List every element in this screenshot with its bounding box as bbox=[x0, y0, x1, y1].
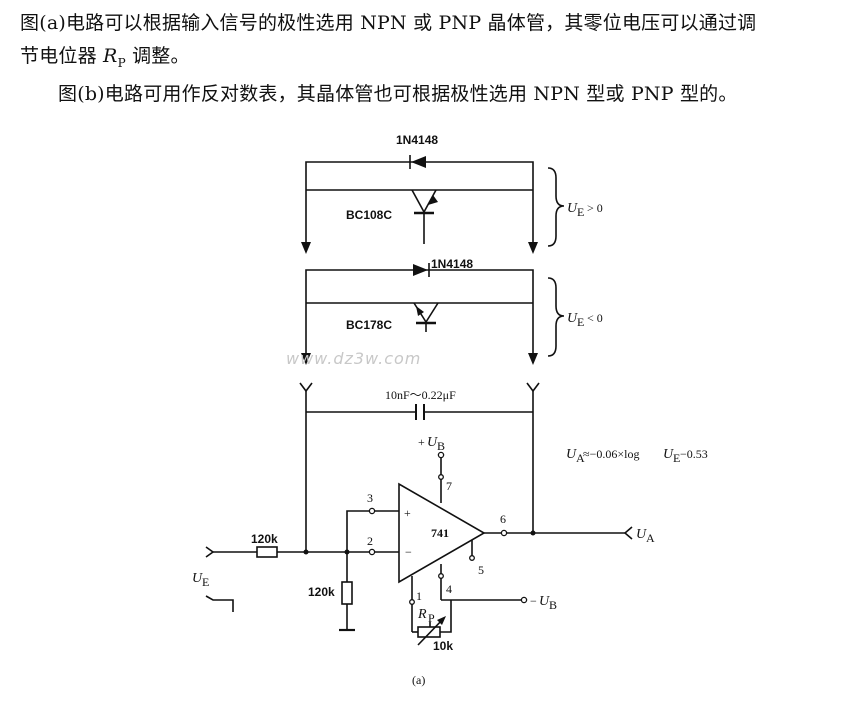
diode-top bbox=[409, 155, 426, 169]
supply-neg-u: U bbox=[539, 594, 550, 609]
network-npn: 1N4148 BC108C U E > 0 bbox=[301, 133, 603, 254]
pin2-dot bbox=[368, 548, 376, 556]
junction-feedback bbox=[303, 549, 309, 555]
transistor-bc178c bbox=[413, 302, 439, 332]
pin1-label: 1 bbox=[416, 589, 422, 603]
resistor-ground bbox=[341, 581, 353, 605]
pin3-wire bbox=[346, 510, 399, 551]
arrow-down-right-mid bbox=[528, 353, 538, 365]
socket-right bbox=[526, 382, 540, 393]
opamp-minus: − bbox=[405, 545, 412, 559]
output-terminal bbox=[623, 526, 633, 540]
arrow-down-left-top bbox=[301, 242, 311, 254]
pin7-label: 7 bbox=[446, 479, 452, 493]
diode-top-label: 1N4148 bbox=[396, 133, 438, 147]
pin1-dot bbox=[409, 599, 415, 605]
formula-mid: ≈−0.06×log bbox=[583, 447, 639, 461]
condition-top-u: U bbox=[567, 201, 578, 216]
main-circuit: 10nF～0.22μF U A ≈−0.06×log U E −0.53 + U… bbox=[192, 382, 708, 687]
opamp-label: 741 bbox=[431, 526, 449, 540]
network-pnp: 1N4148 BC178C U E < 0 bbox=[301, 257, 603, 365]
arrow-down-right-top bbox=[528, 242, 538, 254]
socket-left bbox=[299, 382, 313, 393]
condition-top-sub: E bbox=[577, 205, 584, 219]
arrow-down-left-mid bbox=[301, 353, 311, 365]
diode-bottom-label: 1N4148 bbox=[431, 257, 473, 271]
input-terminal-top bbox=[205, 546, 215, 558]
pin4-dot bbox=[438, 573, 444, 579]
brace-top bbox=[547, 167, 565, 247]
formula-sub-a: A bbox=[576, 451, 585, 465]
resistor-ground-label: 120k bbox=[308, 585, 335, 599]
formula-u: U bbox=[566, 447, 577, 462]
pin7-dot bbox=[438, 474, 444, 480]
condition-bottom-sub: E bbox=[577, 315, 584, 329]
resistor-input-label: 120k bbox=[251, 532, 278, 546]
rp-label: R bbox=[417, 607, 427, 622]
condition-top-text: > 0 bbox=[587, 201, 603, 215]
pin5-label: 5 bbox=[478, 563, 484, 577]
pin6-dot bbox=[500, 529, 508, 537]
opamp-741 bbox=[398, 482, 486, 584]
output-sub: A bbox=[646, 531, 655, 545]
paragraph-2: 图(b)电路可用作反对数表，其晶体管也可根据极性选用 NPN 型或 PNP 型的… bbox=[58, 83, 738, 105]
figure-caption: (a) bbox=[412, 673, 425, 687]
capacitor bbox=[415, 404, 425, 420]
supply-pos-u: U bbox=[427, 435, 438, 450]
rp-symbol: R bbox=[103, 45, 118, 67]
pin3-dot bbox=[368, 507, 376, 515]
input-sub: E bbox=[202, 575, 209, 589]
watermark: www.dz3w.com bbox=[286, 349, 421, 368]
pin3-label: 3 bbox=[367, 491, 373, 505]
condition-bottom-u: U bbox=[567, 311, 578, 326]
pot-arrow-head bbox=[437, 616, 446, 625]
pin5-dot bbox=[469, 555, 475, 561]
supply-neg-sub: B bbox=[549, 598, 557, 612]
transistor-bc108c bbox=[411, 189, 438, 244]
paragraph-1-line-2: 节电位器 RP 调整。 bbox=[20, 45, 190, 70]
supply-pos-sub: B bbox=[437, 439, 445, 453]
diode-bottom bbox=[413, 263, 430, 277]
condition-bottom-text: < 0 bbox=[587, 311, 603, 325]
supply-neg-prefix: − bbox=[530, 594, 537, 608]
formula-sub-e: E bbox=[673, 451, 680, 465]
junction-output bbox=[530, 530, 536, 536]
supply-pos-prefix: + bbox=[418, 435, 425, 449]
pot-value-label: 10k bbox=[433, 639, 453, 653]
transistor-top-label: BC108C bbox=[346, 208, 392, 222]
output-u: U bbox=[636, 527, 647, 542]
formula-u2: U bbox=[663, 447, 674, 462]
resistor-input bbox=[256, 546, 278, 558]
pin4-label: 4 bbox=[446, 582, 452, 596]
opamp-plus: + bbox=[404, 506, 411, 520]
pin2-label: 2 bbox=[367, 534, 373, 548]
supply-pos-terminal bbox=[437, 451, 445, 459]
transistor-bottom-label: BC178C bbox=[346, 318, 392, 332]
supply-neg-terminal bbox=[520, 596, 528, 604]
pot-wire-right bbox=[440, 600, 452, 633]
input-terminal-bottom bbox=[205, 595, 234, 612]
input-u: U bbox=[192, 571, 203, 586]
capacitor-label: 10nF～0.22μF bbox=[385, 388, 456, 402]
potentiometer bbox=[417, 626, 441, 638]
brace-bottom bbox=[547, 277, 565, 357]
pin6-label: 6 bbox=[500, 512, 506, 526]
network-top-frame bbox=[305, 161, 534, 251]
rp-sub: P bbox=[428, 611, 435, 625]
formula-tail: −0.53 bbox=[680, 447, 708, 461]
paragraph-1-line-1: 图(a)电路可以根据输入信号的极性选用 NPN 或 PNP 晶体管，其零位电压可… bbox=[20, 12, 757, 34]
